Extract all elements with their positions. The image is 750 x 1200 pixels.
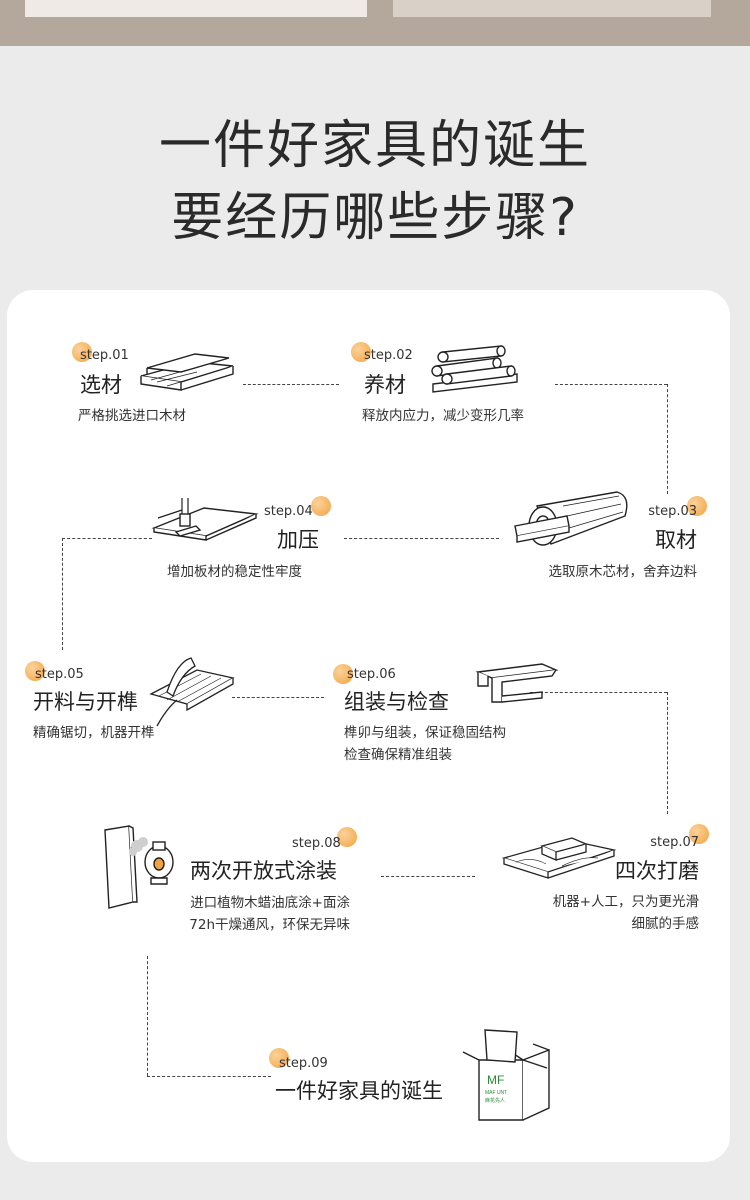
connector-6-7b	[667, 692, 668, 814]
headline: 一件好家具的诞生 要经历哪些步骤?	[0, 110, 750, 254]
step-desc: 选取原木芯材，舍弃边料	[548, 564, 698, 580]
stacked-boards-icon	[140, 353, 234, 391]
log-cut-icon	[514, 491, 628, 546]
press-icon	[151, 498, 259, 541]
step-dot	[72, 342, 92, 362]
connector-2-3b	[667, 384, 668, 494]
connector-8-9a	[147, 956, 148, 1076]
step-dot	[311, 496, 331, 516]
step-title: 两次开放式涂装	[190, 859, 337, 883]
hand-saw-icon	[149, 657, 235, 727]
connector-4-5a	[62, 538, 152, 539]
box-logo-text: MAF UNT	[485, 1090, 507, 1096]
connector-8-9b	[147, 1076, 271, 1077]
step-desc: 释放内应力，减少变形几率	[362, 408, 524, 424]
connector-2-3a	[555, 384, 667, 385]
step-label: step.08	[292, 836, 341, 851]
step-title: 组装与检查	[344, 690, 449, 714]
step-title: 四次打磨	[615, 859, 699, 883]
top-photo-strip	[0, 0, 750, 46]
shipping-box-icon: MF MAF UNT 麻花先人	[462, 1029, 550, 1121]
photo-right	[393, 0, 711, 17]
step-title: 加压	[277, 528, 319, 552]
step-label: step.01	[80, 348, 129, 363]
step-label: step.04	[264, 504, 313, 519]
process-card: step.01 选材 严格挑选进口木材 step.02 养材 释放内应力，减少变…	[7, 290, 730, 1162]
photo-left	[25, 0, 367, 17]
step-desc-2: 72h干燥通风，环保无异味	[189, 917, 350, 933]
step-desc: 精确锯切，机器开榫	[33, 725, 155, 741]
box-logo-sub: 麻花先人	[485, 1097, 505, 1104]
connector-7-8	[381, 876, 475, 877]
frame-assembly-icon	[475, 663, 559, 703]
step-title: 一件好家具的诞生	[275, 1079, 443, 1103]
sanding-block-icon	[501, 837, 617, 879]
step-dot	[337, 827, 357, 847]
step-label: step.03	[648, 504, 697, 519]
connector-1-2	[243, 384, 339, 385]
spray-paint-icon	[104, 825, 174, 909]
step-desc-1: 榫卯与组装，保证稳固结构	[344, 725, 506, 741]
step-dot	[333, 664, 353, 684]
step-desc-1: 进口植物木蜡油底涂+面涂	[190, 895, 350, 911]
step-dot	[687, 496, 707, 516]
step-label: step.09	[279, 1056, 328, 1071]
step-desc-2: 细腻的手感	[631, 916, 700, 932]
step-desc-1: 机器+人工，只为更光滑	[552, 894, 699, 910]
step-label: step.07	[650, 835, 699, 850]
step-desc: 增加板材的稳定性牢度	[167, 564, 302, 580]
step-desc-2: 检查确保精准组装	[344, 747, 452, 763]
step-dot	[689, 824, 709, 844]
step-dot	[351, 342, 371, 362]
step-dot	[269, 1048, 289, 1068]
step-label: step.02	[364, 348, 413, 363]
connector-5-6	[232, 697, 324, 698]
step-title: 取材	[655, 528, 697, 552]
step-label: step.05	[35, 667, 84, 682]
log-pile-icon	[431, 345, 518, 393]
connector-3-4	[344, 538, 499, 539]
step-title: 选材	[80, 373, 122, 397]
box-logo-mark: MF	[487, 1073, 504, 1087]
step-label: step.06	[347, 667, 396, 682]
step-title: 养材	[364, 373, 406, 397]
connector-4-5b	[62, 538, 63, 650]
step-desc: 严格挑选进口木材	[78, 408, 186, 424]
step-dot	[25, 661, 45, 681]
headline-line-1: 一件好家具的诞生	[158, 116, 591, 176]
headline-line-2: 要经历哪些步骤?	[171, 188, 579, 248]
step-title: 开料与开榫	[33, 690, 138, 714]
connector-6-7a	[530, 692, 667, 693]
